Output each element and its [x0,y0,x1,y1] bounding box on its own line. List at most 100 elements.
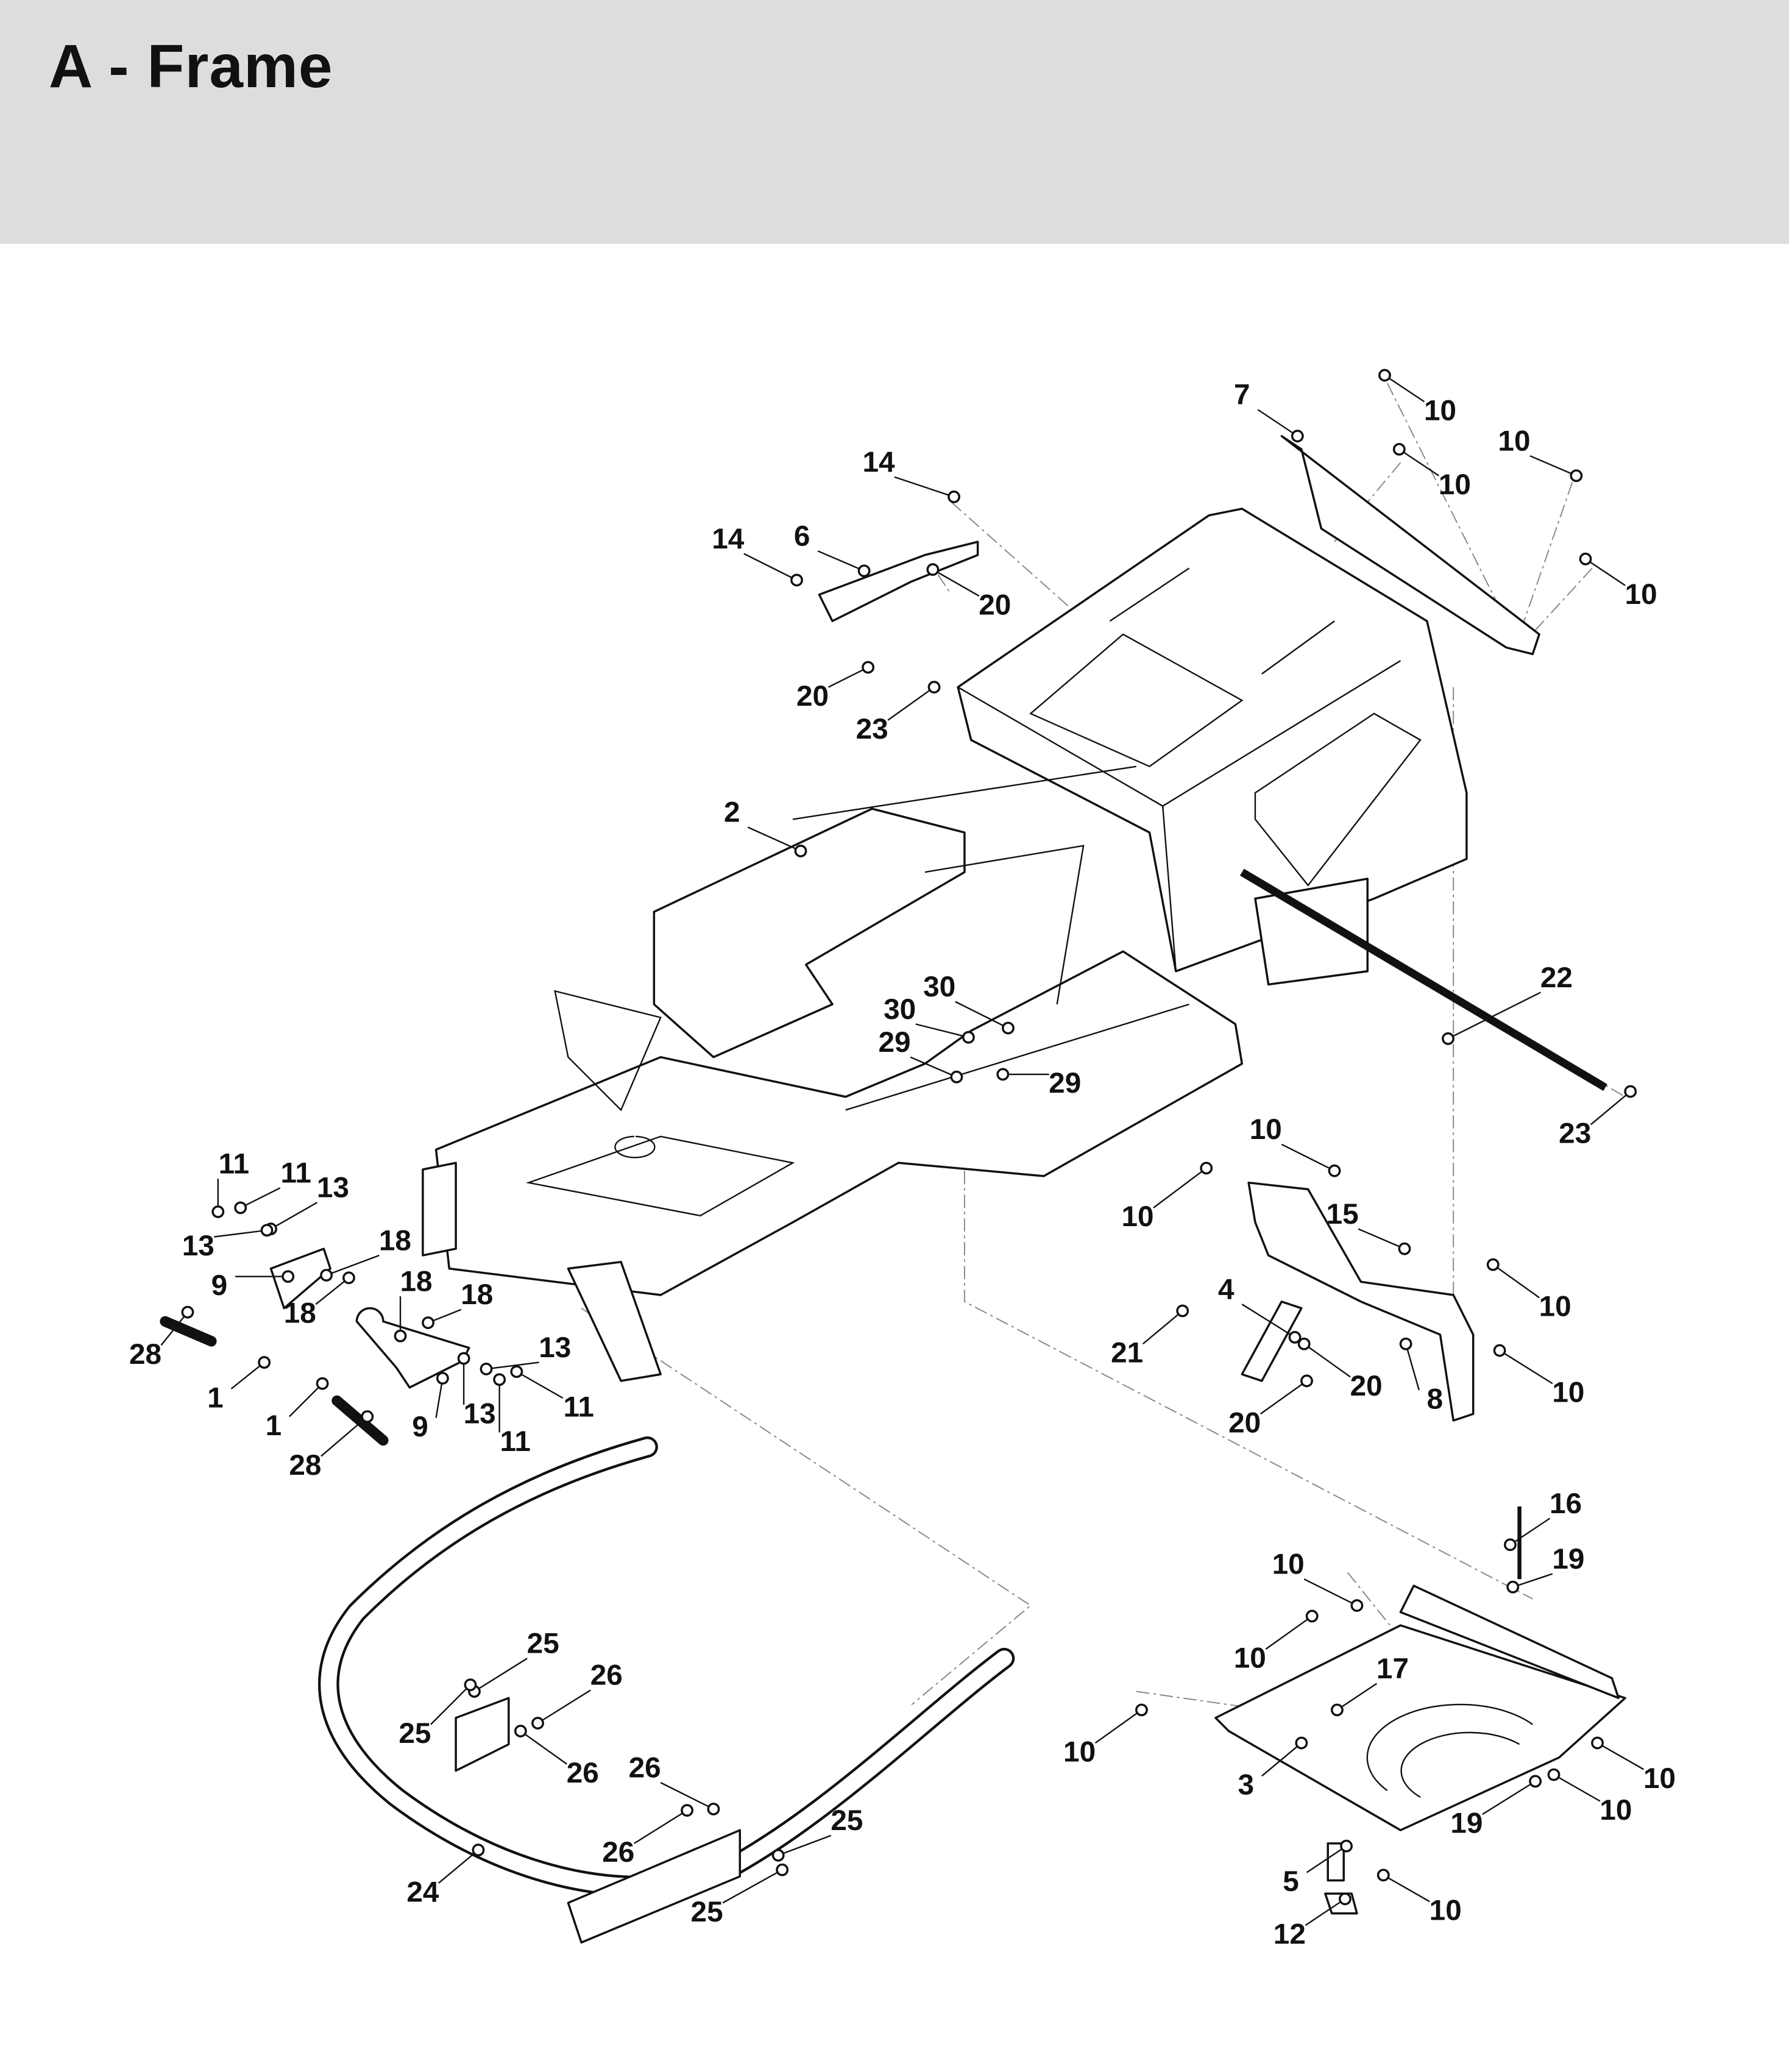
callout-18: 18 [394,1265,433,1343]
leader-line [486,1361,539,1370]
fastener-icon [1579,552,1592,566]
leader-line [1509,1517,1551,1545]
callout-10: 10 [1392,442,1471,501]
callout-29: 29 [878,1026,963,1084]
leader-line [1281,1143,1335,1172]
callout-22: 22 [1442,962,1573,1045]
callout-number: 10 [1063,1736,1096,1768]
callout-23: 23 [1559,1085,1637,1150]
callout-number: 4 [1218,1274,1235,1306]
leader-line [240,1187,281,1208]
callout-29: 29 [996,1067,1081,1099]
fastener-icon [1493,1344,1506,1357]
fastener-icon [1399,1337,1412,1350]
callout-number: 13 [539,1332,571,1364]
callout-25: 25 [399,1678,477,1750]
callout-10: 10 [1486,1258,1571,1323]
small-parts [160,435,1626,1915]
callout-number: 30 [884,993,916,1026]
callout-26: 26 [629,1751,720,1815]
callout-number: 15 [1327,1198,1359,1230]
callout-1: 1 [266,1377,329,1442]
leader-line [1529,455,1577,477]
leader-line [1303,1343,1351,1378]
fastener-icon [1378,369,1391,382]
leader-line [214,1229,267,1238]
leader-line [1590,1091,1631,1126]
callout-13: 13 [480,1332,571,1375]
callout-number: 30 [923,971,955,1003]
callout-number: 6 [794,520,810,553]
callout-10: 10 [1591,1736,1676,1795]
fastener-icon [926,563,940,576]
callout-9: 9 [412,1372,449,1443]
fastener-icon [234,1201,247,1215]
leader-line [160,1311,188,1346]
fastener-icon [950,1070,963,1084]
fastener-icon [707,1803,720,1815]
callout-11: 11 [234,1157,311,1215]
leader-line [315,1277,350,1305]
callout-number: 17 [1376,1653,1409,1685]
callout-9: 9 [211,1269,295,1302]
callout-number: 10 [1429,1895,1462,1927]
callout-number: 20 [1350,1370,1383,1402]
callout-number: 10 [1121,1201,1153,1233]
fastener-icon [1305,1609,1319,1623]
callout-number: 18 [400,1265,433,1297]
leader-line [1303,1578,1358,1606]
callout-10: 10 [1376,1868,1462,1927]
callout-number: 10 [1234,1642,1266,1674]
callout-number: 18 [461,1279,493,1311]
callout-21: 21 [1111,1304,1189,1369]
callout-number: 9 [211,1269,228,1302]
leader-line [1305,1898,1346,1926]
fastener-icon [948,490,960,503]
callout-2: 2 [724,797,807,857]
callout-number: 5 [1283,1865,1299,1898]
callout-11: 11 [493,1373,531,1458]
leader-line [1259,1380,1308,1415]
callout-number: 10 [1439,469,1471,501]
callout-number: 25 [399,1717,431,1750]
fastener-icon [1328,1164,1341,1177]
leader-line [537,1689,591,1724]
fastener-icon [1570,469,1583,483]
leader-line [1482,1780,1536,1815]
leader-line [1241,1304,1295,1338]
callout-number: 25 [527,1628,559,1660]
leader-line [230,1361,265,1389]
callout-5: 5 [1283,1839,1353,1898]
callout-number: 10 [1625,578,1657,611]
leader-line [326,1254,380,1276]
callout-28: 28 [129,1305,194,1371]
fastener-icon [1392,442,1406,456]
fastener-icon [342,1271,355,1285]
callout-30: 30 [884,993,975,1044]
fastener-icon [1442,1032,1454,1045]
callout-number: 11 [564,1391,594,1423]
callout-number: 3 [1238,1769,1255,1801]
leader-line [1153,1167,1207,1208]
front-bumper [318,1436,1015,1944]
callout-number: 10 [1250,1113,1282,1146]
leader-line [438,1849,479,1884]
callout-number: 10 [1599,1794,1632,1826]
leader-line [887,686,935,721]
fastener-icon [1529,1775,1542,1788]
header-bar: A - Frame [0,0,1789,244]
fastener-icon [790,573,803,587]
fastener-icon [1398,1242,1411,1255]
callout-3: 3 [1238,1736,1308,1801]
leader-line [1492,1264,1540,1299]
fastener-icon [211,1205,225,1218]
leader-line [520,1730,567,1765]
callout-19: 19 [1506,1543,1584,1594]
leader-line [1405,1343,1420,1391]
fastener-icon [1591,1736,1604,1750]
callout-number: 10 [1272,1549,1305,1581]
callout-number: 10 [1539,1291,1571,1323]
callout-12: 12 [1274,1892,1351,1951]
callout-number: 14 [712,523,745,555]
